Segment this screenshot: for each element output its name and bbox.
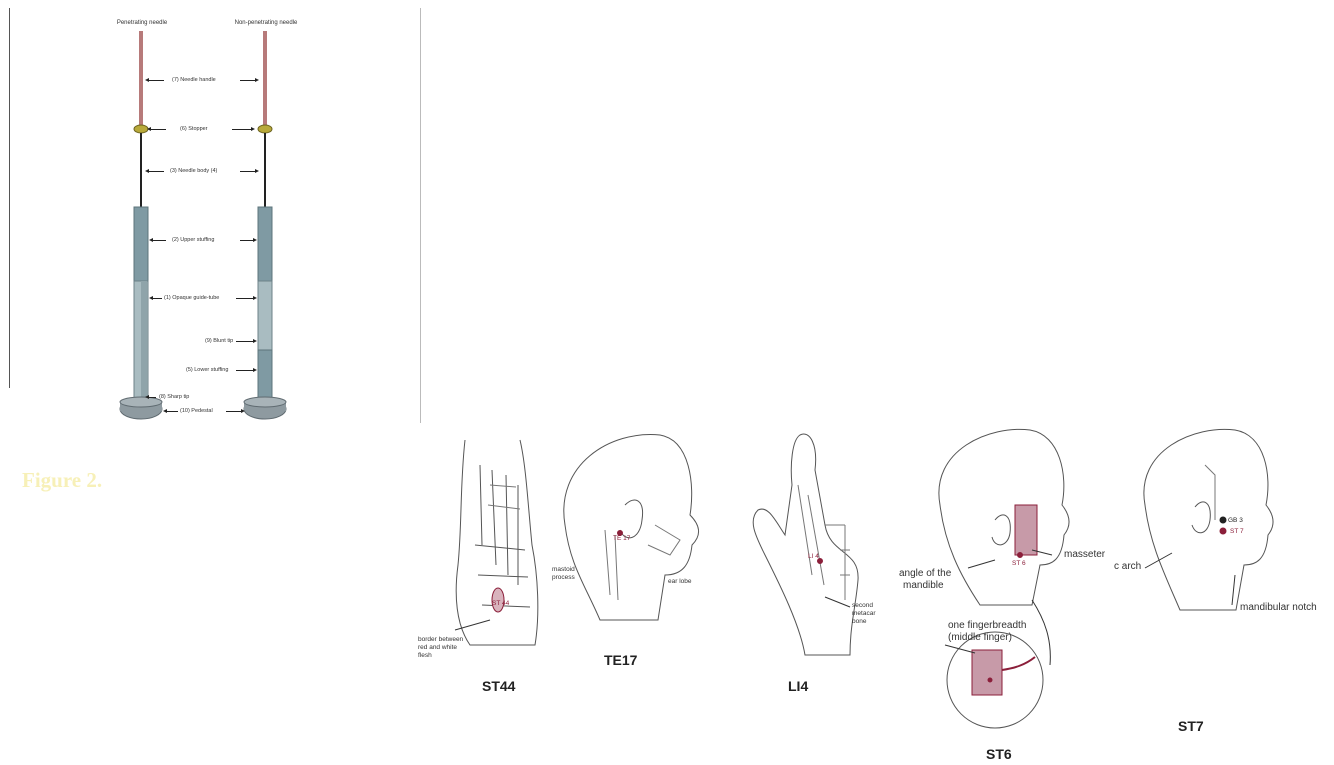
right-lower-stuffing bbox=[258, 350, 272, 399]
te17-marker: TE 17 bbox=[613, 535, 630, 542]
st7-label: ST7 bbox=[1178, 718, 1204, 734]
st44-label: ST44 bbox=[482, 678, 515, 694]
head-st6-illustration bbox=[939, 429, 1069, 728]
acupoint-illustrations bbox=[420, 425, 1330, 765]
left-upper-stuffing bbox=[134, 207, 148, 281]
foot-illustration bbox=[455, 440, 538, 645]
arrow-needle-body-l bbox=[148, 171, 164, 172]
part-label-lower-stuffing: (5) Lower stuffing bbox=[186, 367, 228, 373]
arrow-needle-body-r bbox=[240, 171, 256, 172]
st6-marker: ST 6 bbox=[1012, 560, 1026, 567]
st44-anno-1: border between bbox=[418, 636, 463, 643]
st6-anno-middle-finger: (middle finger) bbox=[948, 632, 1012, 643]
hand-illustration bbox=[753, 434, 858, 655]
arrow-guide-tube-l bbox=[152, 298, 162, 299]
right-upper-stuffing bbox=[258, 207, 272, 281]
li4-anno-1: second bbox=[852, 602, 873, 609]
arrow-upper-stuffing-l bbox=[152, 240, 166, 241]
right-needle-handle bbox=[263, 31, 267, 127]
te17-label: TE17 bbox=[604, 652, 637, 668]
figure-caption: Figure 2. bbox=[22, 468, 102, 493]
left-tube-shadow bbox=[141, 281, 147, 399]
li4-marker: LI 4 bbox=[808, 553, 819, 560]
st7-marker: ST 7 bbox=[1230, 528, 1244, 535]
arrow-lower-stuffing bbox=[236, 370, 254, 371]
st44-anno-3: flesh bbox=[418, 652, 432, 659]
right-needle-body bbox=[264, 133, 266, 208]
part-label-pedestal: (10) Pedestal bbox=[180, 408, 213, 414]
st6-anno-masseter: masseter bbox=[1064, 549, 1105, 560]
arrow-needle-handle-r bbox=[240, 80, 256, 81]
arrow-pedestal-l bbox=[166, 411, 178, 412]
needle-diagram: Penetrating needle Non-penetrating needl… bbox=[0, 0, 420, 430]
left-stopper bbox=[134, 125, 148, 133]
left-needle-body bbox=[140, 133, 142, 208]
head-st7-illustration bbox=[1144, 429, 1273, 610]
li4-anno-3: bone bbox=[852, 618, 866, 625]
st6-anno-mandible: mandible bbox=[903, 580, 944, 591]
st7-anno-notch: mandibular notch bbox=[1240, 602, 1317, 613]
part-label-needle-body: (3) Needle body (4) bbox=[170, 168, 217, 174]
st6-label: ST6 bbox=[986, 746, 1012, 762]
part-label-needle-handle: (7) Needle handle bbox=[172, 77, 216, 83]
part-label-blunt-tip: (9) Blunt tip bbox=[205, 338, 233, 344]
st6-anno-fingerbreadth: one fingerbreadth bbox=[948, 620, 1026, 631]
te17-anno-1: mastoid bbox=[552, 566, 575, 573]
st44-anno-2: red and white bbox=[418, 644, 457, 651]
part-label-sharp-tip: (8) Sharp tip bbox=[159, 394, 189, 400]
st7-secondary-marker: GB 3 bbox=[1228, 517, 1243, 524]
arrow-sharp-tip bbox=[148, 397, 156, 398]
part-label-upper-stuffing: (2) Upper stuffing bbox=[172, 237, 214, 243]
arrow-guide-tube-r bbox=[236, 298, 254, 299]
st7-anno-arch: c arch bbox=[1114, 561, 1141, 572]
arrow-upper-stuffing-r bbox=[240, 240, 254, 241]
part-label-stopper: (6) Stopper bbox=[180, 126, 208, 132]
arrow-needle-handle-l bbox=[148, 80, 164, 81]
right-stopper bbox=[258, 125, 272, 133]
needle-drawing bbox=[0, 0, 420, 430]
arrow-pedestal-r bbox=[226, 411, 242, 412]
li4-anno-2: metacar bbox=[852, 610, 875, 617]
te17-anno-3: ear lobe bbox=[668, 578, 692, 585]
part-label-guide-tube: (1) Opaque guide-tube bbox=[164, 295, 219, 301]
te17-anno-2: process bbox=[552, 574, 575, 581]
arrow-blunt-tip bbox=[236, 341, 254, 342]
st6-anno-angle: angle of the bbox=[899, 568, 951, 579]
li4-label: LI4 bbox=[788, 678, 808, 694]
head-te17-illustration bbox=[564, 435, 699, 620]
left-needle-handle bbox=[139, 31, 143, 127]
arrow-stopper-l bbox=[150, 129, 166, 130]
st44-marker: ST 44 bbox=[492, 600, 509, 607]
arrow-stopper-r bbox=[232, 129, 252, 130]
middle-divider bbox=[420, 8, 421, 423]
